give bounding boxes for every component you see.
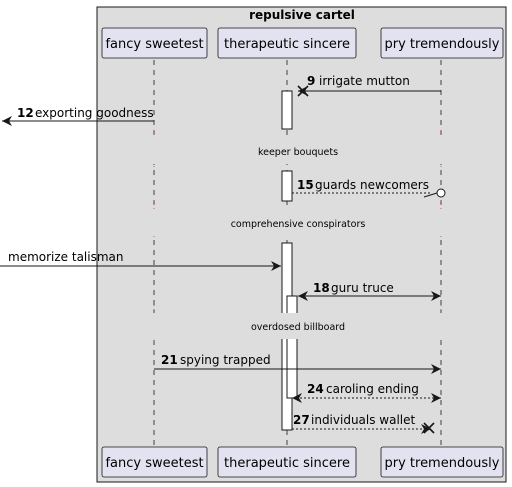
message-irrigate-mutton: 9 irrigate mutton (297, 74, 441, 97)
message-label: guards newcomers (315, 178, 429, 192)
participant-therapeutic-sincere: therapeutic sincere (217, 27, 357, 59)
activation-bar (281, 170, 293, 202)
participant-label: fancy sweetest (105, 37, 203, 52)
participant-pry-tremendously: pry tremendously (380, 27, 504, 59)
message-number: 9 (307, 74, 315, 88)
participant-fancy-sweetest-footer: fancy sweetest (101, 446, 208, 478)
divider-band (98, 138, 505, 164)
message-label: caroling ending (326, 382, 419, 396)
participant-label: therapeutic sincere (224, 456, 350, 471)
message-number: 15 (297, 178, 314, 192)
message-guards-newcomers: 15 guards newcomers (292, 178, 446, 198)
message-memorize-talisman: memorize talisman (0, 250, 281, 271)
destroy-icon (423, 422, 435, 434)
message-caroling-ending: 24 caroling ending (292, 382, 441, 403)
divider-label: overdosed billboard (251, 322, 345, 333)
message-label: individuals wallet (311, 413, 416, 427)
message-label: exporting goodness (35, 106, 154, 120)
message-label: guru truce (331, 281, 394, 295)
participant-label: pry tremendously (384, 456, 499, 471)
activation-bar (281, 90, 293, 130)
message-spying-trapped: 21 spying trapped (154, 353, 441, 374)
participant-label: pry tremendously (384, 37, 499, 52)
divider-band (98, 210, 505, 236)
destroy-icon (297, 85, 309, 97)
divider-label: comprehensive conspirators (231, 219, 366, 230)
message-number: 12 (17, 106, 34, 120)
activation-bar-nested (286, 295, 298, 399)
participant-therapeutic-sincere-footer: therapeutic sincere (217, 446, 357, 478)
message-number: 27 (293, 413, 310, 427)
message-exporting-goodness: 12 exporting goodness (2, 106, 154, 126)
lost-message-circle (436, 188, 446, 198)
message-number: 21 (161, 353, 178, 367)
divider-band (98, 313, 505, 339)
message-label: memorize talisman (8, 250, 124, 264)
divider-label: keeper bouquets (258, 147, 338, 158)
message-number: 18 (313, 281, 330, 295)
message-individuals-wallet: 27 individuals wallet (292, 413, 435, 434)
group-box (96, 6, 507, 483)
participant-pry-tremendously-footer: pry tremendously (380, 446, 504, 478)
message-label: irrigate mutton (319, 74, 410, 88)
group-title: repulsive cartel (249, 8, 355, 22)
message-label: spying trapped (180, 353, 271, 367)
participant-label: fancy sweetest (105, 456, 203, 471)
message-number: 24 (307, 382, 324, 396)
participant-fancy-sweetest: fancy sweetest (101, 27, 208, 59)
message-guru-truce: 18 guru truce (298, 281, 441, 301)
participant-label: therapeutic sincere (224, 37, 350, 52)
